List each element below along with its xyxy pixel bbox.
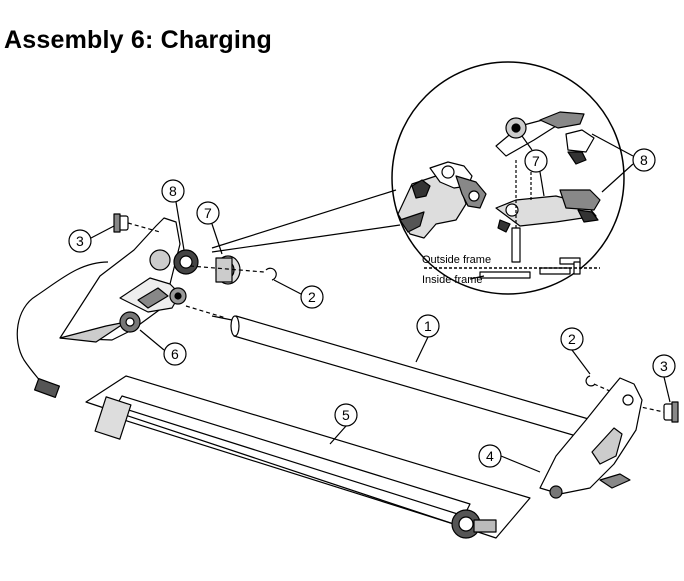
screw-right	[663, 401, 679, 423]
callout-3-right: 3	[652, 354, 676, 403]
dash-leader	[185, 305, 227, 319]
callout-8-detail: 8	[591, 133, 656, 193]
sensor-cable	[16, 261, 109, 387]
callout-7-main: 7	[196, 201, 223, 255]
right-side-frame	[539, 377, 643, 499]
svg-text:1: 1	[424, 318, 432, 334]
callout-1: 1	[415, 314, 440, 363]
svg-text:7: 7	[532, 153, 540, 169]
svg-text:5: 5	[342, 407, 350, 423]
callout-2-right: 2	[560, 327, 591, 375]
callout-4: 4	[478, 444, 541, 473]
zoom-line	[211, 224, 401, 253]
svg-text:7: 7	[204, 205, 212, 221]
inside-frame-label: Inside frame	[422, 274, 483, 286]
e-ring-right	[585, 375, 596, 387]
svg-text:3: 3	[660, 358, 668, 374]
screw-left	[113, 213, 129, 233]
callout-8-main: 8	[161, 179, 185, 251]
callout-5: 5	[329, 403, 358, 445]
cable-connector	[34, 377, 60, 399]
svg-text:3: 3	[76, 233, 84, 249]
zoom-line	[211, 189, 397, 249]
callout-2-left: 2	[273, 279, 324, 309]
label-leader	[469, 275, 485, 280]
svg-text:4: 4	[486, 448, 494, 464]
cleaner-roll	[115, 395, 471, 517]
svg-text:2: 2	[568, 331, 576, 347]
page-title: Assembly 6: Charging	[4, 26, 272, 54]
svg-text:2: 2	[308, 289, 316, 305]
svg-text:6: 6	[171, 346, 179, 362]
e-ring-left	[265, 267, 277, 281]
detail-top-arm	[495, 111, 595, 165]
detail-lower-gears	[495, 189, 601, 233]
callout-7-detail: 7	[521, 135, 548, 197]
left-side-frame	[59, 217, 199, 343]
screw-leader-right	[635, 405, 665, 413]
dash-leader	[189, 265, 265, 273]
svg-text:8: 8	[640, 152, 648, 168]
cleaner-end-left	[94, 396, 132, 440]
svg-text:8: 8	[169, 183, 177, 199]
bushing-part	[215, 255, 241, 285]
callout-3-left: 3	[68, 225, 115, 253]
screw-leader-left	[127, 222, 161, 233]
outside-frame-label: Outside frame	[422, 254, 491, 266]
detail-view: Outside frame Inside frame	[211, 61, 625, 295]
cleaner-end-gear	[451, 509, 497, 539]
callout-6: 6	[139, 329, 187, 366]
cleaner-roll-edge	[123, 419, 461, 527]
detail-gear-cluster-left	[397, 161, 487, 239]
